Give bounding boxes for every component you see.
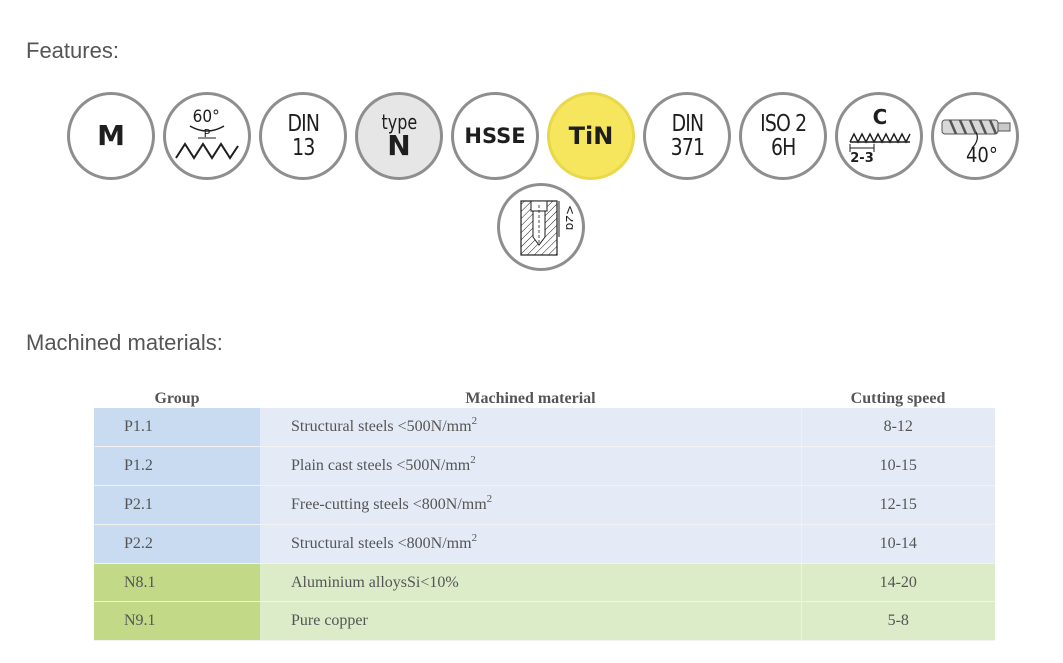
- iso-line1: ISO 2: [759, 111, 807, 137]
- metric-label: M: [97, 119, 125, 152]
- material-text: Aluminium alloysSi<10%: [291, 573, 459, 591]
- type-n-icon: type N: [355, 92, 443, 180]
- tin-coating-icon: TiN: [547, 92, 635, 180]
- speed-cell: 10-14: [801, 524, 995, 564]
- table-row: N8.1 Aluminium alloysSi<10% 14-20: [94, 563, 995, 603]
- group-cell: P2.1: [94, 485, 260, 525]
- din13-line2: 13: [291, 135, 315, 161]
- material-sup: 2: [470, 454, 476, 467]
- features-title: Features:: [26, 38, 119, 63]
- material-cell: Structural steels <500N/mm2: [260, 408, 802, 448]
- material-cell: Pure copper: [260, 601, 802, 642]
- tin-label: TiN: [568, 122, 614, 150]
- group-cell: N8.1: [94, 563, 260, 603]
- chamfer-letter: C: [873, 105, 888, 129]
- group-cell: N9.1: [94, 601, 260, 642]
- group-cell: P2.2: [94, 524, 260, 564]
- din13-line1: DIN: [287, 111, 320, 137]
- speed-cell: 8-12: [801, 408, 995, 448]
- speed-cell: 5-8: [801, 601, 995, 642]
- features-badges-row-2: <2d: [497, 183, 585, 271]
- speed-cell: 14-20: [801, 563, 995, 603]
- din371-line2: 371: [670, 135, 704, 161]
- iso-2-6h-icon: ISO 2 6H: [739, 92, 827, 180]
- material-text: Plain cast steels <500N/mm: [291, 457, 471, 475]
- table-row: N9.1 Pure copper 5-8: [94, 601, 995, 642]
- speed-cell: 10-15: [801, 446, 995, 487]
- metric-thread-icon: M: [67, 92, 155, 180]
- blind-hole-depth-icon: <2d: [497, 183, 585, 271]
- material-cell: Plain cast steels <500N/mm2: [260, 446, 802, 487]
- materials-table: Group Machined material Cutting speed P1…: [94, 386, 995, 642]
- header-group: Group: [154, 390, 200, 407]
- group-cell: P1.1: [94, 408, 260, 448]
- material-cell: Free-cutting steels <800N/mm2: [260, 485, 802, 525]
- speed-cell: 12-15: [801, 485, 995, 525]
- din371-line1: DIN: [671, 111, 704, 137]
- features-badges: M 60° P DIN 13 type N HSSE TiN DIN 371: [67, 92, 1019, 180]
- thread-angle-60-icon: 60° P: [163, 92, 251, 180]
- type-label: type: [381, 110, 417, 134]
- din-371-icon: DIN 371: [643, 92, 731, 180]
- depth-label: <2d: [563, 205, 573, 230]
- spiral-angle-label: 40°: [966, 144, 998, 167]
- material-cell: Structural steels <800N/mm2: [260, 524, 802, 564]
- header-material: Machined material: [465, 390, 596, 407]
- material-text: Pure copper: [291, 612, 368, 630]
- chamfer-range: 2-3: [850, 151, 874, 166]
- angle-label: 60°: [193, 106, 220, 126]
- iso-line2: 6H: [770, 135, 796, 161]
- header-speed: Cutting speed: [850, 390, 946, 407]
- din-13-icon: DIN 13: [259, 92, 347, 180]
- type-n-label: N: [387, 129, 411, 162]
- group-cell: P1.2: [94, 446, 260, 487]
- material-sup: 2: [471, 531, 478, 544]
- material-cell: Aluminium alloysSi<10%: [260, 563, 802, 603]
- table-header-row: Group Machined material Cutting speed: [94, 386, 995, 408]
- material-text: Structural steels <500N/mm: [291, 418, 472, 436]
- material-sup: 2: [471, 415, 478, 428]
- material-sup: 2: [486, 492, 493, 505]
- material-text: Free-cutting steels <800N/mm: [291, 495, 487, 513]
- hsse-icon: HSSE: [451, 92, 539, 180]
- spiral-flute-40-icon: 40°: [931, 92, 1019, 180]
- hsse-label: HSSE: [464, 124, 526, 148]
- chamfer-c-icon: C 2-3: [835, 92, 923, 180]
- materials-title: Machined materials:: [26, 330, 223, 355]
- pitch-label: P: [204, 127, 211, 140]
- material-text: Structural steels <800N/mm: [291, 534, 472, 552]
